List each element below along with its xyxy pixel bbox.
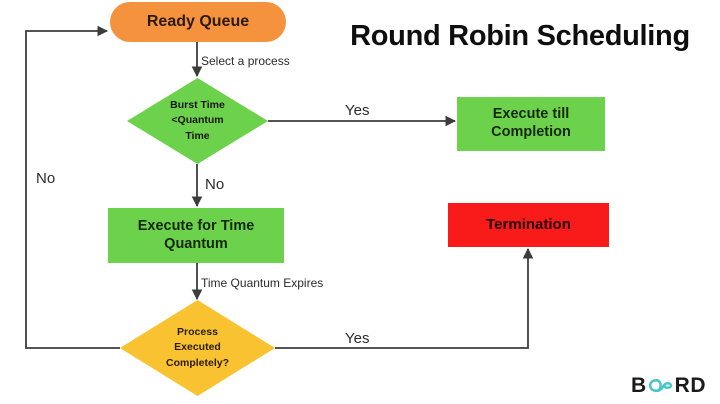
edge-label-burst-no: No bbox=[205, 176, 225, 193]
edge-label-process-yes: Yes bbox=[345, 330, 370, 347]
board-logo-prefix: B bbox=[630, 374, 647, 397]
edge-label-select-a-process: Select a process bbox=[201, 54, 290, 68]
node-process-executed-decision[interactable]: Process Executed Completely? bbox=[120, 300, 275, 396]
node-execute-quantum-line1: Execute for Time bbox=[137, 217, 255, 234]
diamond-shape-burst bbox=[127, 78, 268, 164]
node-ready-queue[interactable]: Ready Queue bbox=[110, 2, 286, 42]
node-execute-quantum-line2: Quantum bbox=[164, 235, 228, 252]
page-title: Round Robin Scheduling bbox=[350, 20, 690, 52]
node-termination[interactable]: Termination bbox=[448, 203, 609, 247]
node-ready-queue-label: Ready Queue bbox=[146, 13, 250, 31]
node-execute-till-completion[interactable]: Execute till Completion bbox=[457, 97, 605, 151]
node-execute-completion-line2: Completion bbox=[491, 124, 571, 140]
node-burst-time-decision[interactable]: Burst Time <Quantum Time bbox=[127, 78, 268, 164]
node-execute-for-time-quantum[interactable]: Execute for Time Quantum bbox=[108, 208, 284, 263]
edge-label-time-quantum-expires: Time Quantum Expires bbox=[201, 276, 324, 290]
board-logo: B RD bbox=[631, 375, 706, 396]
diamond-shape-process bbox=[120, 300, 275, 396]
edge-process-yes-to-termination bbox=[275, 247, 534, 349]
edge-label-burst-yes: Yes bbox=[345, 102, 370, 119]
board-logo-text: B RD bbox=[631, 375, 706, 396]
node-termination-label: Termination bbox=[486, 215, 571, 233]
board-logo-suffix: RD bbox=[674, 374, 706, 397]
oa-infinity-icon bbox=[648, 377, 674, 394]
node-execute-completion-line1: Execute till bbox=[492, 106, 570, 123]
edge-label-process-no: No bbox=[36, 170, 56, 187]
edge-process-no-loop-to-ready bbox=[25, 25, 120, 349]
